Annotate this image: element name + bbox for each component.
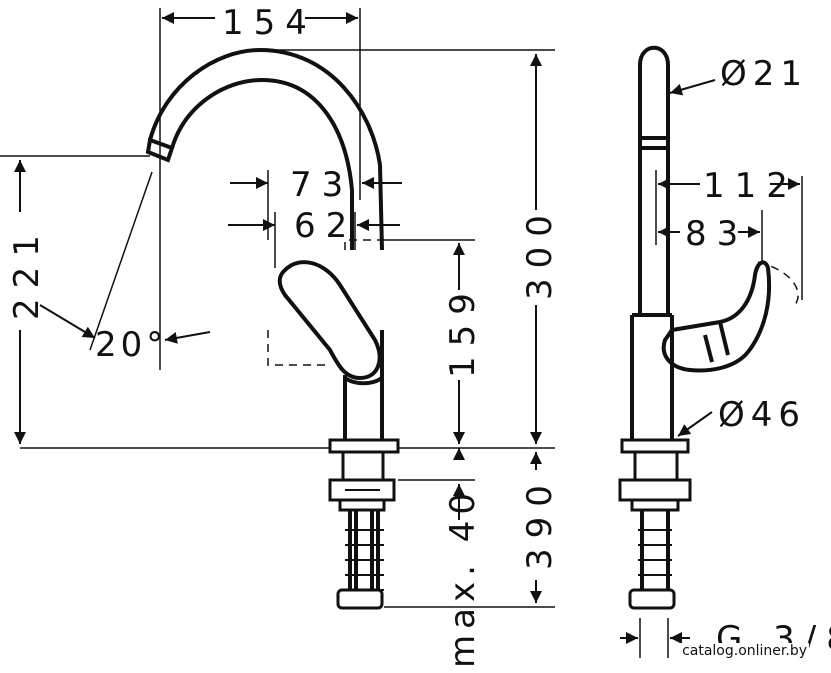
faucet-body bbox=[343, 330, 384, 440]
dim-221: 221 bbox=[7, 225, 47, 320]
dim-angle: 20° bbox=[95, 325, 167, 365]
side-spout bbox=[638, 45, 670, 315]
spout-tip bbox=[145, 137, 175, 163]
lever-handle bbox=[277, 260, 382, 381]
dim-83: 83 bbox=[685, 214, 748, 254]
side-view: Ø21 112 83 Ø46 G 3/8 bbox=[618, 45, 831, 659]
spout-inner bbox=[170, 77, 354, 250]
side-lever bbox=[661, 260, 772, 373]
side-body bbox=[630, 315, 674, 440]
watermark: catalog.onliner.by bbox=[680, 643, 809, 659]
front-view: 154 73 62 221 20° 159 300 max. 40 bbox=[0, 3, 560, 668]
dim-62: 62 bbox=[294, 206, 357, 246]
supply-hoses bbox=[348, 510, 380, 598]
dim-159: 159 bbox=[443, 283, 483, 378]
dim-diameter-21: Ø21 bbox=[720, 54, 808, 94]
dim-300: 300 bbox=[520, 205, 560, 300]
dim-112: 112 bbox=[703, 166, 798, 206]
dim-154: 154 bbox=[222, 3, 317, 43]
base-plate bbox=[328, 438, 400, 454]
dim-diameter-46: Ø46 bbox=[718, 395, 806, 435]
dim-390: 390 bbox=[520, 475, 560, 570]
dim-max-40: max. 40 bbox=[443, 487, 483, 668]
dim-73: 73 bbox=[290, 165, 353, 205]
